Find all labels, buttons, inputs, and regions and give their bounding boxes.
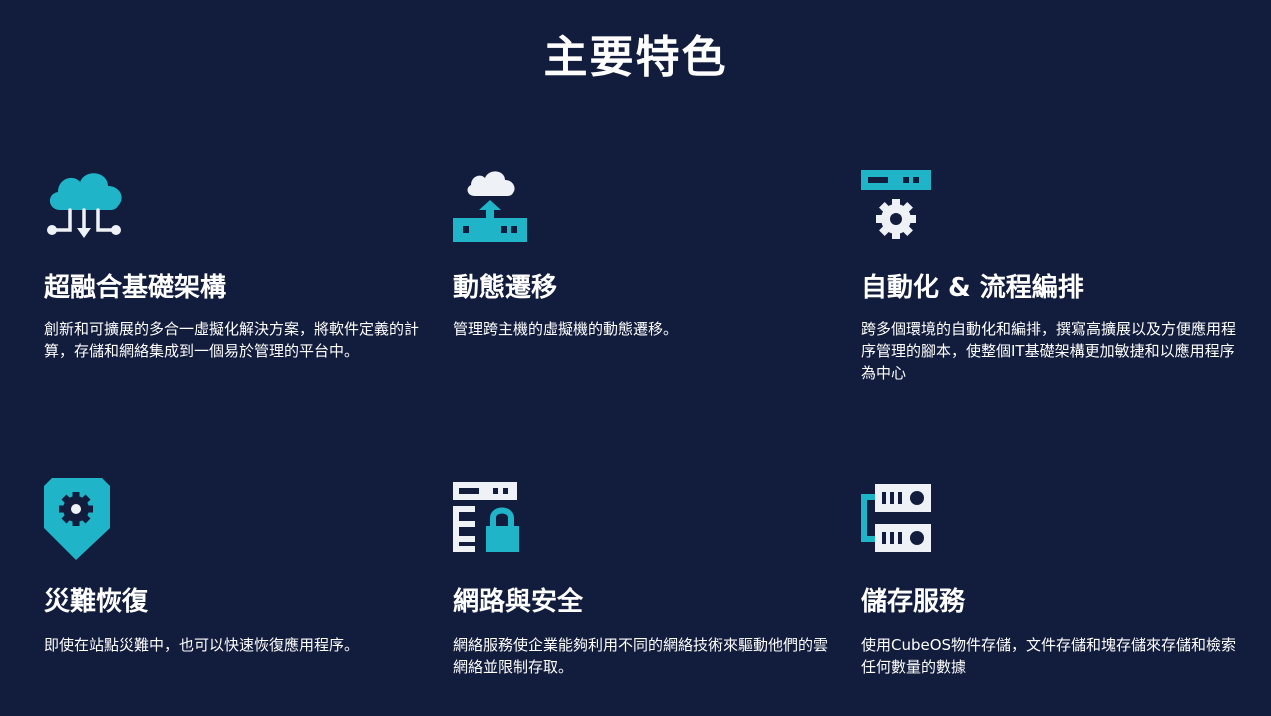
feature-title: 災難恢復 (44, 587, 149, 617)
shield-gear-icon (44, 478, 134, 560)
feature-description: 使用CubeOS物件存儲，文件存儲和塊存儲來存儲和檢索任何數量的數據 (861, 636, 1237, 676)
feature-title: 超融合基礎架構 (44, 273, 227, 303)
cloud-network-icon (44, 166, 134, 246)
feature-title: 儲存服務 (861, 587, 966, 617)
storage-drives-icon (861, 478, 951, 558)
feature-title: 網路與安全 (453, 587, 584, 617)
feature-description: 網絡服務使企業能夠利用不同的網絡技術來驅動他們的雲網絡並限制存取。 (453, 636, 829, 676)
feature-description: 即使在站點災難中，也可以快速恢復應用程序。 (44, 636, 360, 654)
server-gear-icon (861, 166, 951, 246)
feature-description: 管理跨主機的虛擬機的動態遷移。 (453, 320, 679, 338)
feature-description: 創新和可擴展的多合一虛擬化解決方案，將軟件定義的計算，存儲和網絡集成到一個易於管… (44, 320, 420, 360)
page-title: 主要特色 (543, 32, 728, 83)
feature-title: 動態遷移 (453, 273, 558, 303)
feature-title: 自動化 & 流程編排 (861, 273, 1084, 303)
feature-description: 跨多個環境的自動化和編排，撰寫高擴展以及方便應用程序管理的腳本，使整個IT基礎架… (861, 320, 1237, 382)
server-lock-icon (453, 478, 543, 558)
cloud-upload-router-icon (453, 166, 543, 246)
